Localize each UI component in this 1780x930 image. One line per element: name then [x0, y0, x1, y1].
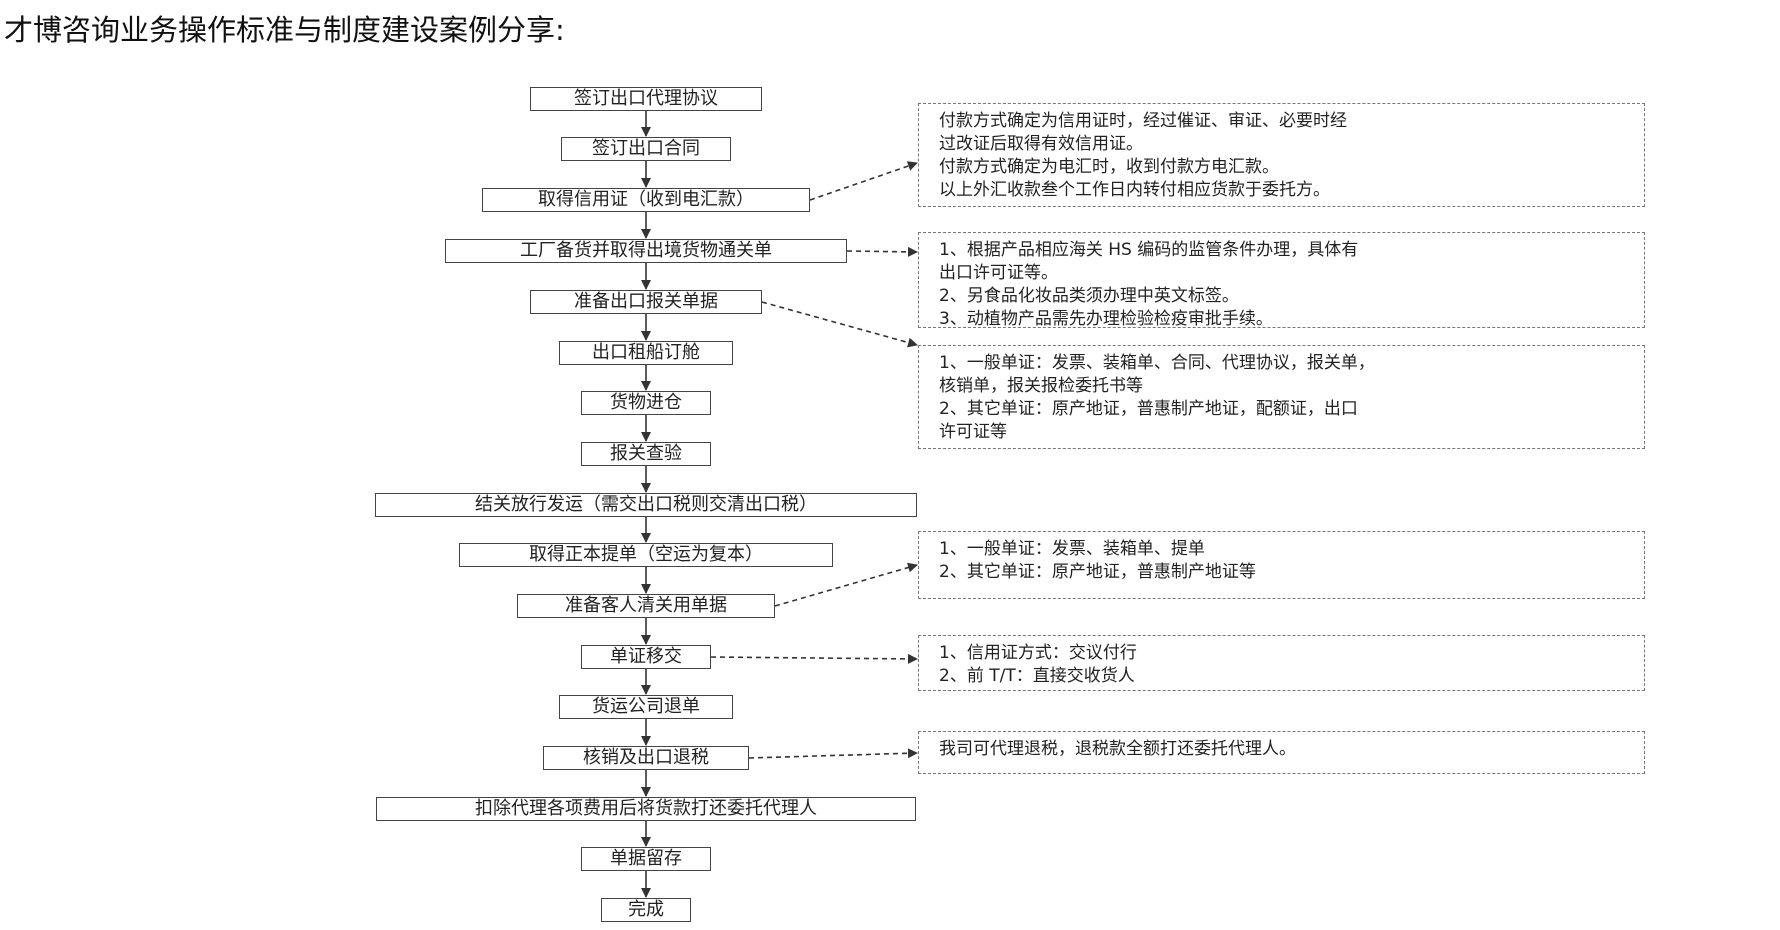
note-line: 2、其它单证：原产地证，普惠制产地证等 — [939, 562, 1256, 582]
flow-step: 签订出口合同 — [561, 137, 731, 161]
flow-step: 出口租船订舱 — [559, 341, 733, 365]
note-line: 1、信用证方式：交议付行 — [939, 643, 1137, 663]
flow-step: 核销及出口退税 — [543, 746, 749, 770]
flow-step: 签订出口代理协议 — [530, 87, 762, 111]
note-line: 付款方式确定为信用证时，经过催证、审证、必要时经 — [939, 111, 1347, 131]
note-line: 1、一般单证：发票、装箱单、提单 — [939, 539, 1205, 559]
note-connector-arrow — [761, 301, 918, 348]
note-line: 出口许可证等。 — [939, 263, 1058, 283]
note-line: 3、动植物产品需先办理检验检疫审批手续。 — [939, 309, 1273, 329]
note-line: 我司可代理退税，退税款全额打还委托代理人。 — [939, 739, 1296, 759]
flow-step: 准备客人清关用单据 — [517, 594, 775, 618]
flow-step: 扣除代理各项费用后将货款打还委托代理人 — [376, 797, 916, 821]
note-box: 我司可代理退税，退税款全额打还委托代理人。 — [918, 731, 1645, 774]
note-connector-arrow — [774, 562, 918, 607]
note-line: 过改证后取得有效信用证。 — [939, 134, 1143, 154]
note-box: 1、根据产品相应海关 HS 编码的监管条件办理，具体有出口许可证等。 2、另食品化… — [918, 232, 1645, 329]
note-line: 1、根据产品相应海关 HS 编码的监管条件办理，具体有 — [939, 240, 1359, 260]
note-box: 1、一般单证：发票、装箱单、提单 2、其它单证：原产地证，普惠制产地证等 — [918, 531, 1645, 599]
page-title: 才博咨询业务操作标准与制度建设案例分享: — [4, 13, 565, 47]
flow-step: 报关查验 — [581, 442, 711, 466]
note-connector-arrow — [809, 161, 918, 201]
flow-step: 单证移交 — [581, 645, 711, 669]
note-line: 付款方式确定为电汇时，收到付款方电汇款。 — [939, 157, 1279, 177]
note-connector-arrow — [748, 748, 918, 759]
note-connector-arrow — [710, 653, 918, 664]
note-line: 许可证等 — [939, 422, 1007, 442]
note-box: 付款方式确定为信用证时，经过催证、审证、必要时经过改证后取得有效信用证。付款方式… — [918, 103, 1645, 207]
flow-step: 工厂备货并取得出境货物通关单 — [445, 239, 847, 263]
note-line: 1、一般单证：发票、装箱单、合同、代理协议，报关单， — [939, 353, 1375, 373]
flow-step: 取得正本提单（空运为复本） — [459, 543, 833, 567]
note-line: 核销单，报关报检委托书等 — [939, 376, 1143, 396]
flow-step: 取得信用证（收到电汇款） — [482, 188, 810, 212]
note-line: 2、前 T/T：直接交收货人 — [939, 666, 1135, 686]
note-line: 以上外汇收款叁个工作日内转付相应货款于委托方。 — [939, 180, 1330, 200]
flow-step: 货物进仓 — [581, 391, 711, 415]
note-line: 2、其它单证：原产地证，普惠制产地证，配额证，出口 — [939, 399, 1358, 419]
note-line: 2、另食品化妆品类须办理中英文标签。 — [939, 286, 1239, 306]
flow-step: 完成 — [601, 898, 691, 922]
flow-step: 单据留存 — [581, 847, 711, 871]
note-connector-arrow — [846, 246, 918, 257]
flow-step: 结关放行发运（需交出口税则交清出口税） — [375, 493, 917, 517]
flow-step: 准备出口报关单据 — [530, 290, 762, 314]
flow-step: 货运公司退单 — [559, 695, 733, 719]
note-box: 1、一般单证：发票、装箱单、合同、代理协议，报关单， 核销单，报关报检委托书等 2、… — [918, 345, 1645, 449]
note-box: 1、信用证方式：交议付行 2、前 T/T：直接交收货人 — [918, 635, 1645, 691]
